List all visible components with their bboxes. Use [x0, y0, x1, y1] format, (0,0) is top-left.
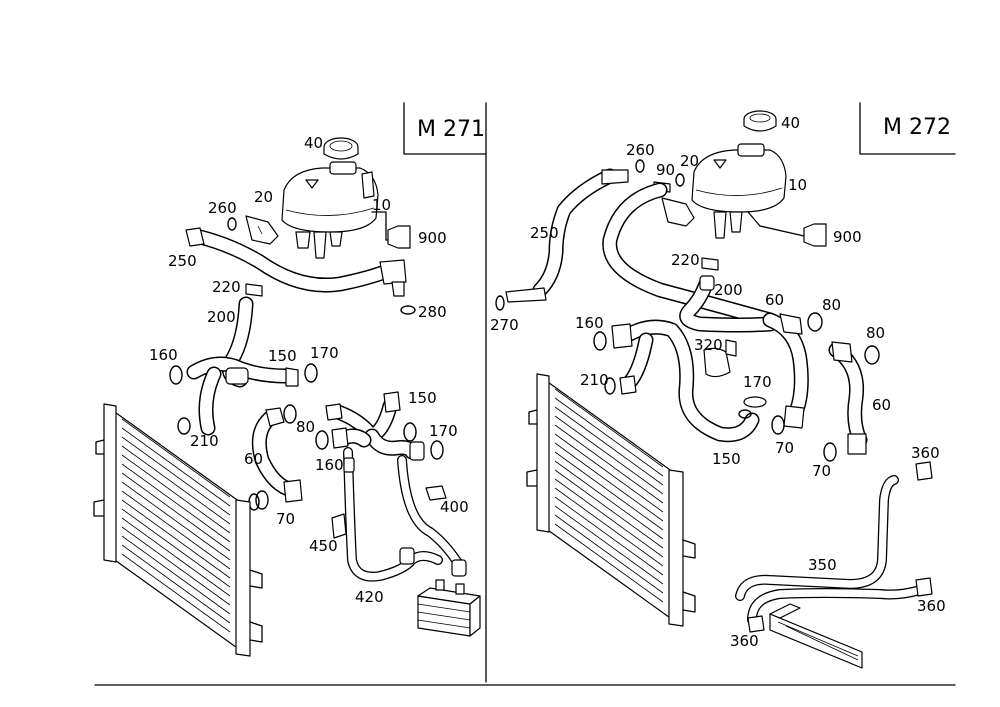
m272-drawing [495, 110, 933, 669]
label-l-900: 900 [418, 229, 447, 247]
label-r-70a: 70 [775, 439, 794, 457]
label-r-60a: 60 [765, 291, 784, 309]
label-l-80: 80 [296, 418, 315, 436]
label-r-150: 150 [712, 450, 741, 468]
label-r-260: 260 [626, 141, 655, 159]
label-l-160b: 160 [315, 456, 344, 474]
label-r-40: 40 [781, 114, 800, 132]
label-l-20: 20 [254, 188, 273, 206]
label-l-220: 220 [212, 278, 241, 296]
label-l-250: 250 [168, 252, 197, 270]
label-r-170: 170 [743, 373, 772, 391]
label-l-170a: 170 [310, 344, 339, 362]
label-r-200: 200 [714, 281, 743, 299]
label-r-220: 220 [671, 251, 700, 269]
label-l-400: 400 [440, 498, 469, 516]
label-r-10: 10 [788, 176, 807, 194]
panel-title-m271: M 271 [417, 117, 485, 142]
label-r-350: 350 [808, 556, 837, 574]
label-r-160: 160 [575, 314, 604, 332]
panel-title-m272: M 272 [883, 115, 951, 140]
label-r-900: 900 [833, 228, 862, 246]
m272-labels: 40 260 20 90 10 250 900 220 200 270 160 … [490, 114, 946, 650]
label-r-360c: 360 [730, 632, 759, 650]
label-r-80a: 80 [822, 296, 841, 314]
label-r-270: 270 [490, 316, 519, 334]
label-l-260: 260 [208, 199, 237, 217]
label-l-10: 10 [372, 196, 391, 214]
label-l-70: 70 [276, 510, 295, 528]
label-l-280: 280 [418, 303, 447, 321]
label-l-40: 40 [304, 134, 323, 152]
label-l-420: 420 [355, 588, 384, 606]
label-r-360a: 360 [911, 444, 940, 462]
label-r-60b: 60 [872, 396, 891, 414]
label-r-320: 320 [694, 336, 723, 354]
label-l-200: 200 [207, 308, 236, 326]
label-r-360b: 360 [917, 597, 946, 615]
label-r-250: 250 [530, 224, 559, 242]
label-r-90: 90 [656, 161, 675, 179]
label-r-20: 20 [680, 152, 699, 170]
label-l-170b: 170 [429, 422, 458, 440]
m271-drawing [93, 137, 481, 657]
panel-frames [94, 102, 956, 686]
m271-labels: 40 10 20 260 250 900 220 280 200 160 150… [149, 134, 469, 606]
label-l-150b: 150 [408, 389, 437, 407]
label-l-160a: 160 [149, 346, 178, 364]
label-l-450: 450 [309, 537, 338, 555]
label-r-80b: 80 [866, 324, 885, 342]
label-l-150a: 150 [268, 347, 297, 365]
label-r-210: 210 [580, 371, 609, 389]
label-l-210: 210 [190, 432, 219, 450]
label-l-60: 60 [244, 450, 263, 468]
label-r-70b: 70 [812, 462, 831, 480]
